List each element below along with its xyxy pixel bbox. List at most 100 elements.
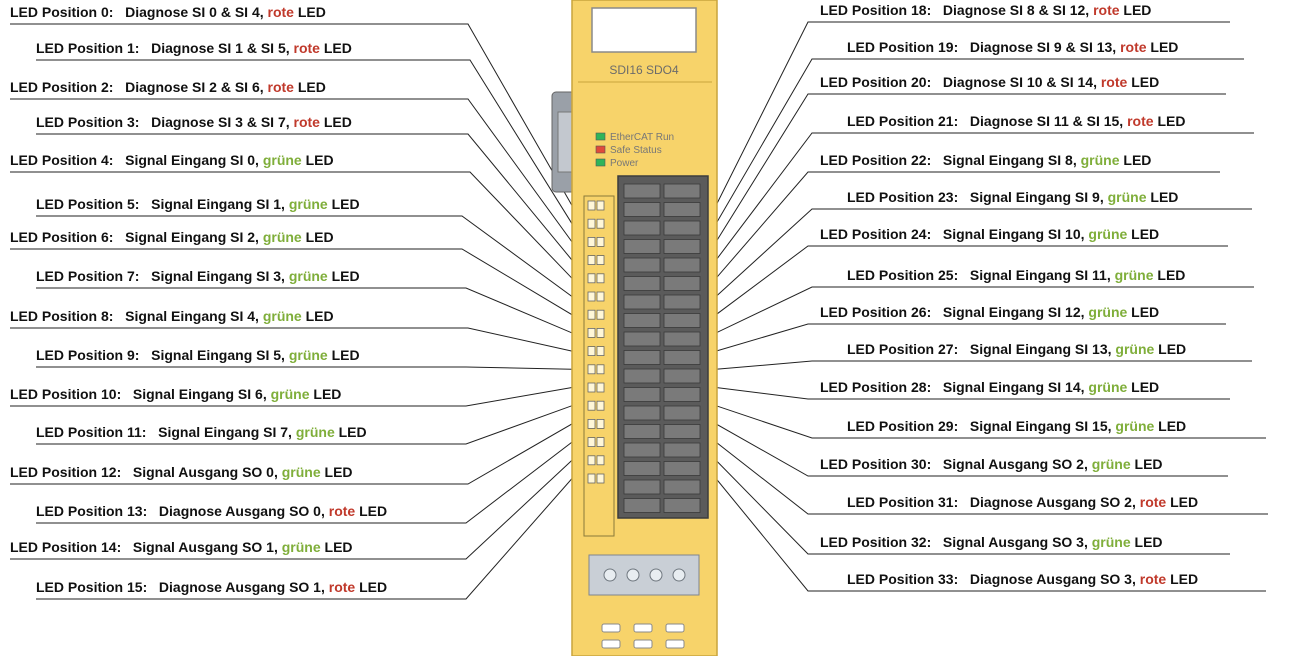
terminal-slot <box>623 368 661 384</box>
terminal-slot <box>663 294 701 310</box>
led-description: Diagnose Ausgang SO 0, <box>158 503 325 519</box>
led-color-word: grüne <box>1115 341 1155 357</box>
led-suffix: LED <box>331 196 360 212</box>
bottom-vents <box>601 623 685 649</box>
led-position-name: LED Position 10: <box>10 386 122 402</box>
terminal-slot <box>623 331 661 347</box>
led-position-name: LED Position 7: <box>36 268 140 284</box>
led-color-word: rote <box>1139 571 1167 587</box>
led-position-name: LED Position 22: <box>820 152 932 168</box>
led-description: Diagnose Ausgang SO 1, <box>158 579 325 595</box>
led-color-word: grüne <box>288 268 328 284</box>
right-label-14: LED Position 32: Signal Ausgang SO 3, gr… <box>820 534 1163 550</box>
terminal-slot <box>663 442 701 458</box>
led-description: Signal Eingang SI 0, <box>125 152 259 168</box>
led-position-name: LED Position 23: <box>847 189 959 205</box>
led-suffix: LED <box>1123 152 1152 168</box>
led-suffix: LED <box>323 114 352 130</box>
right-label-2: LED Position 20: Diagnose SI 10 & SI 14,… <box>820 74 1159 90</box>
led-description: Signal Eingang SI 6, <box>132 386 267 402</box>
led-position-name: LED Position 26: <box>820 304 932 320</box>
terminal-slot <box>663 461 701 476</box>
led-position-name: LED Position 14: <box>10 539 122 555</box>
led-position-name: LED Position 6: <box>10 229 114 245</box>
led-suffix: LED <box>323 40 352 56</box>
terminal-slot <box>623 239 661 254</box>
led-suffix: LED <box>1150 189 1179 205</box>
led-window <box>587 455 596 466</box>
terminal-slot <box>663 479 701 495</box>
led-color-word: rote <box>328 503 356 519</box>
led-description: Signal Ausgang SO 3, <box>942 534 1088 550</box>
led-description: Signal Eingang SI 10, <box>942 226 1085 242</box>
led-position-name: LED Position 11: <box>36 424 147 440</box>
led-position-name: LED Position 9: <box>36 347 140 363</box>
left-label-1: LED Position 1: Diagnose SI 1 & SI 5, ro… <box>36 40 352 56</box>
led-suffix: LED <box>1158 418 1187 434</box>
led-description: Diagnose SI 0 & SI 4, <box>125 4 264 20</box>
led-color-word: grüne <box>281 464 321 480</box>
led-window <box>596 473 605 484</box>
led-column <box>587 200 605 484</box>
led-description: Signal Eingang SI 8, <box>942 152 1077 168</box>
right-label-3: LED Position 21: Diagnose SI 11 & SI 15,… <box>847 113 1185 129</box>
terminal-slot <box>663 350 701 365</box>
led-color-word: grüne <box>262 152 302 168</box>
right-label-7: LED Position 25: Signal Eingang SI 11, g… <box>847 267 1185 283</box>
led-color-word: rote <box>328 579 356 595</box>
led-window <box>587 291 596 302</box>
terminal-slot <box>663 387 701 402</box>
led-color-word: grüne <box>270 386 310 402</box>
led-window <box>596 346 605 357</box>
led-suffix: LED <box>1131 379 1160 395</box>
led-window <box>587 364 596 375</box>
led-suffix: LED <box>1134 534 1163 550</box>
led-description: Signal Eingang SI 13, <box>969 341 1112 357</box>
led-color-word: grüne <box>1091 456 1131 472</box>
led-description: Diagnose SI 1 & SI 5, <box>151 40 290 56</box>
right-label-8: LED Position 26: Signal Eingang SI 12, g… <box>820 304 1159 320</box>
right-label-1: LED Position 19: Diagnose SI 9 & SI 13, … <box>847 39 1178 55</box>
led-position-name: LED Position 15: <box>36 579 148 595</box>
led-window <box>587 346 596 357</box>
led-description: Signal Ausgang SO 1, <box>132 539 278 555</box>
led-suffix: LED <box>331 268 360 284</box>
led-window <box>587 437 596 448</box>
led-description: Signal Eingang SI 14, <box>942 379 1085 395</box>
led-window <box>596 273 605 284</box>
led-window <box>596 364 605 375</box>
terminal-slot <box>623 350 661 365</box>
left-label-2: LED Position 2: Diagnose SI 2 & SI 6, ro… <box>10 79 326 95</box>
led-suffix: LED <box>313 386 342 402</box>
left-label-5: LED Position 5: Signal Eingang SI 1, grü… <box>36 196 360 212</box>
status-led-label: Safe Status <box>610 145 662 156</box>
led-description: Signal Eingang SI 15, <box>969 418 1112 434</box>
led-window <box>587 273 596 284</box>
status-led <box>595 145 606 154</box>
terminal-slot <box>663 202 701 217</box>
led-window <box>596 255 605 266</box>
led-suffix: LED <box>297 4 326 20</box>
terminal-slot <box>623 276 661 291</box>
terminal-slot <box>663 257 701 273</box>
led-description: Signal Eingang SI 9, <box>969 189 1104 205</box>
led-window <box>587 418 596 429</box>
led-suffix: LED <box>1150 39 1179 55</box>
left-label-14: LED Position 14: Signal Ausgang SO 1, gr… <box>10 539 353 555</box>
terminal-slot <box>663 276 701 291</box>
terminal-slot <box>623 183 661 199</box>
module-label-window <box>591 7 697 53</box>
led-window <box>596 291 605 302</box>
left-label-11: LED Position 11: Signal Eingang SI 7, gr… <box>36 424 367 440</box>
led-color-word: grüne <box>1080 152 1120 168</box>
led-window <box>587 382 596 393</box>
led-color-word: grüne <box>1088 226 1128 242</box>
left-label-4: LED Position 4: Signal Eingang SI 0, grü… <box>10 152 334 168</box>
led-position-name: LED Position 19: <box>847 39 959 55</box>
led-description: Signal Eingang SI 12, <box>942 304 1085 320</box>
led-suffix: LED <box>1123 2 1152 18</box>
led-description: Diagnose SI 8 & SI 12, <box>942 2 1090 18</box>
terminal-slot <box>623 257 661 273</box>
